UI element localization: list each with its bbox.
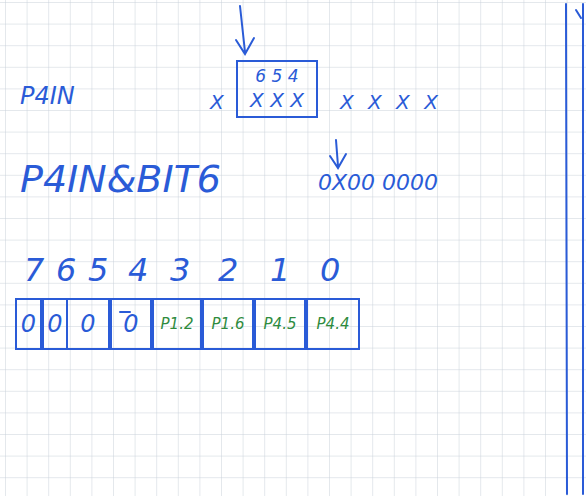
- register-cell: 0: [15, 298, 42, 350]
- bit-number: 3: [170, 254, 190, 286]
- register-cell: P1.2: [152, 298, 202, 350]
- pointer-arrow: [236, 6, 254, 54]
- bit-number: 6: [56, 254, 76, 286]
- register-cell: 0: [42, 298, 68, 350]
- register-name: P4IN: [20, 84, 75, 108]
- cell-text: 6 5 4: [255, 68, 298, 85]
- cell-text: X X X: [250, 90, 304, 110]
- bit-window-box: 6 5 4 X X X: [236, 60, 318, 118]
- bit-number: 2: [218, 254, 238, 286]
- cell-text: 0: [123, 312, 138, 336]
- bit-number: 7: [24, 254, 44, 286]
- cell-text: P4.5: [264, 317, 297, 332]
- cell-text: 0: [47, 312, 62, 336]
- pointer-arrow: [330, 140, 346, 168]
- bit-number: 1: [270, 254, 290, 286]
- margin-line: [566, 4, 567, 494]
- cell-text: 0: [21, 312, 36, 336]
- pen-mark: [576, 10, 581, 18]
- cell-text: P4.4: [317, 317, 350, 332]
- margin-line: [582, 4, 584, 494]
- binary-result: 0X00 0000: [318, 172, 438, 194]
- bit-value: X: [210, 92, 224, 112]
- register-cell: P4.4: [306, 298, 360, 350]
- expression: P4IN&BIT6: [20, 160, 221, 198]
- cell-text: 0: [80, 312, 95, 336]
- bit-number: 4: [128, 254, 148, 286]
- cell-text: P1.6: [212, 317, 245, 332]
- bit-number: 5: [88, 254, 108, 286]
- register-cell: 0: [66, 298, 110, 350]
- register-cell: P4.5: [254, 298, 306, 350]
- cell-text: P1.2: [161, 317, 194, 332]
- register-cell: P1.6: [202, 298, 254, 350]
- bit-value: X X X X: [340, 92, 438, 112]
- register-cell: 0: [110, 298, 152, 350]
- bit-number: 0: [320, 254, 340, 286]
